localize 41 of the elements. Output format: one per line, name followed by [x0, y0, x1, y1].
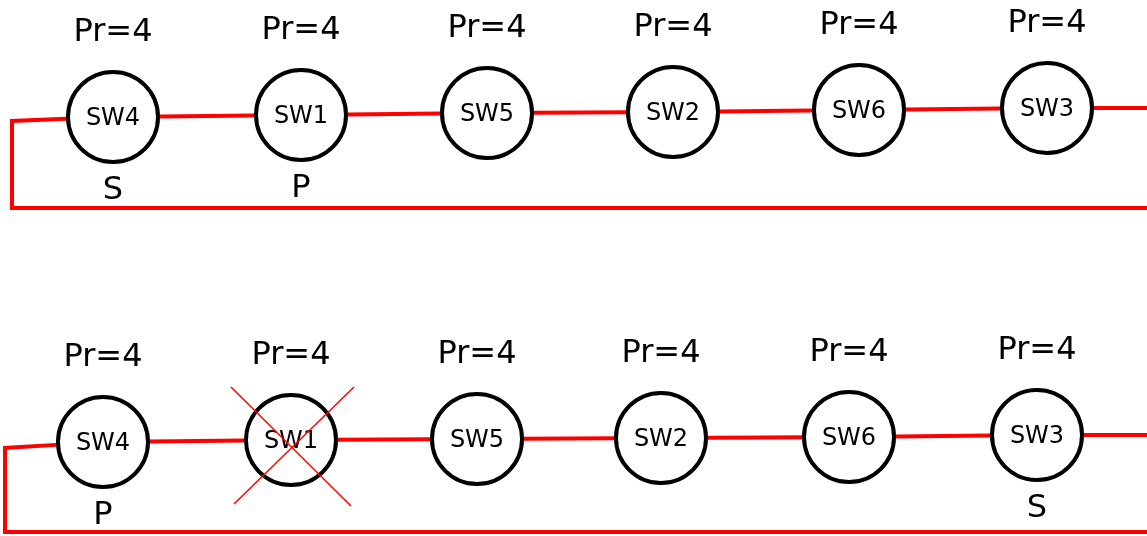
link-line	[719, 108, 813, 114]
link-line	[3, 442, 1147, 534]
link-line	[159, 113, 255, 119]
switch-node: SW3	[990, 388, 1084, 482]
link-line	[10, 116, 1147, 210]
priority-label: Pr=4	[446, 8, 528, 44]
link-line	[534, 110, 626, 115]
priority-label: Pr=4	[260, 10, 342, 46]
link-line	[524, 436, 614, 441]
priority-label: Pr=4	[72, 12, 154, 48]
priority-label: Pr=4	[620, 333, 702, 369]
priority-label: Pr=4	[250, 335, 332, 371]
role-label: S	[101, 170, 125, 206]
priority-label: Pr=4	[1006, 3, 1088, 39]
priority-label: Pr=4	[62, 337, 144, 373]
priority-label: Pr=4	[818, 5, 900, 41]
link-line	[1084, 433, 1147, 437]
switch-node: SW2	[614, 391, 708, 485]
role-label: P	[290, 168, 312, 204]
link-line	[708, 435, 802, 440]
role-label: P	[92, 495, 114, 531]
switch-node: SW3	[1000, 61, 1094, 155]
switch-node: SW5	[430, 392, 524, 486]
switch-node: SW2	[626, 65, 720, 159]
link-line	[149, 438, 245, 444]
link-line	[905, 106, 1001, 112]
switch-node: SW1	[254, 68, 348, 162]
priority-label: Pr=4	[436, 334, 518, 370]
switch-node: SW6	[802, 390, 896, 484]
priority-label: Pr=4	[808, 332, 890, 368]
switch-node: SW4	[66, 70, 160, 164]
switch-node: SW4	[56, 395, 150, 489]
priority-label: Pr=4	[996, 330, 1078, 366]
link-line	[1094, 106, 1147, 110]
switch-node: SW6	[812, 63, 906, 157]
link-line	[895, 433, 991, 439]
link-line	[347, 111, 441, 117]
link-line	[338, 437, 430, 442]
priority-label: Pr=4	[632, 7, 714, 43]
switch-node: SW5	[440, 66, 534, 160]
role-label: S	[1025, 488, 1049, 524]
